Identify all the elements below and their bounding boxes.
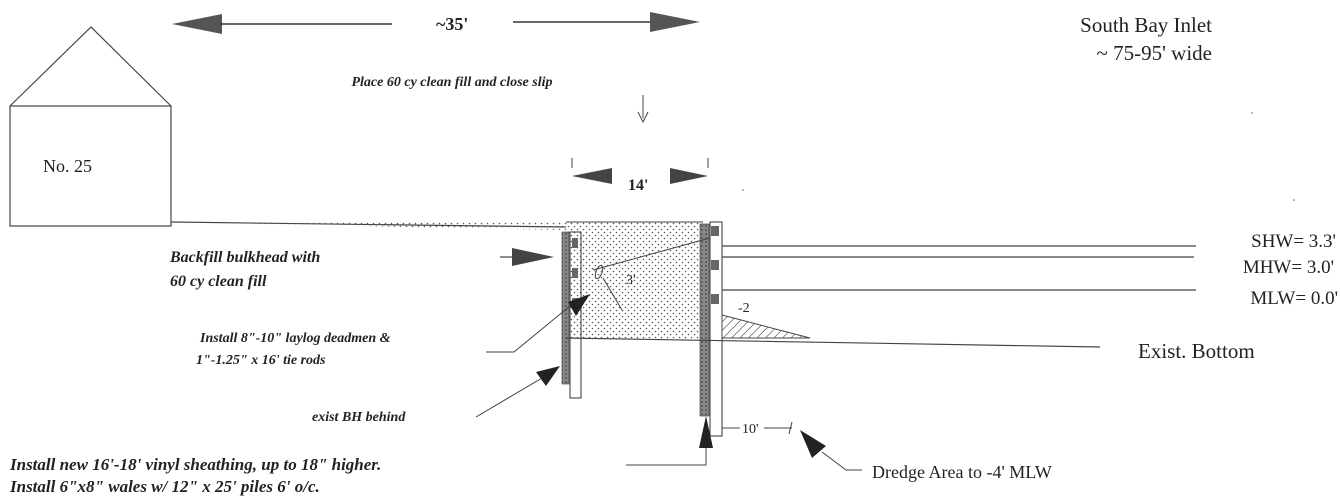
deadmen-note-line-2: 1"-1.25" x 16' tie rods <box>196 353 326 368</box>
house-no-25: No. 25 <box>9 26 172 227</box>
exist-bh-leader <box>475 377 543 418</box>
slip-width-label: 14' <box>628 177 648 194</box>
sheathing-leader <box>626 446 707 466</box>
sheathing-arrow-head <box>699 416 713 448</box>
stray-mark <box>1293 199 1295 201</box>
slip-fill <box>566 222 703 340</box>
sheathing-note-line-1: Install new 16'-18' vinyl sheathing, up … <box>9 455 381 474</box>
top-span-dimension: ~35' <box>172 12 700 34</box>
mlw-label: MLW= 0.0' <box>1250 288 1338 309</box>
dredge-width-label: 10' <box>742 422 759 437</box>
dredge-arrow-head <box>800 430 826 458</box>
tie-length-label: 3' <box>626 273 636 288</box>
right-wale-2 <box>711 260 719 270</box>
exist-bh-note: exist BH behind <box>312 410 406 425</box>
dredge-dim-tick <box>788 421 793 435</box>
mhw-label: MHW= 3.0' <box>1243 257 1334 278</box>
right-wale-3 <box>711 294 719 304</box>
left-wale-1 <box>572 238 578 248</box>
tie-dimension-line <box>602 277 623 311</box>
slip-width-dimension: 14' <box>571 158 709 194</box>
right-wale-1 <box>711 226 719 236</box>
shw-label: SHW= 3.3' <box>1251 231 1336 252</box>
dredge-wedge <box>721 314 811 339</box>
sheathing-note-line-2: Install 6"x8" wales w/ 12" x 25' piles 6… <box>9 477 320 496</box>
inlet-width: ~ 75-95' wide <box>1097 41 1212 65</box>
tie-rod <box>592 237 711 271</box>
stray-mark <box>1251 112 1253 114</box>
backfill-note-line-2: 60 cy clean fill <box>170 273 267 290</box>
exist-bottom-line <box>565 337 1101 348</box>
left-wale-2 <box>572 268 578 278</box>
deadmen-arrow-head <box>568 294 590 316</box>
house-label: No. 25 <box>43 156 92 176</box>
exist-bh-arrow-head <box>536 366 560 386</box>
right-bulkhead <box>699 221 723 437</box>
deadmen-note-line-1: Install 8"-10" laylog deadmen & <box>199 331 391 346</box>
top-span-label: ~35' <box>436 14 468 34</box>
dredge-note: Dredge Area to -4' MLW <box>872 462 1052 482</box>
right-pile <box>709 221 723 437</box>
left-pile <box>569 231 582 399</box>
backfill-arrow-head <box>512 248 554 266</box>
exist-bh-sheathing <box>561 231 570 385</box>
backfill-note-line-1: Backfill bulkhead with <box>169 249 320 266</box>
new-vinyl-sheathing <box>699 223 710 417</box>
dredge-leader <box>821 451 862 471</box>
fill-arrow-head <box>637 111 649 124</box>
bottom-label: Exist. Bottom <box>1138 339 1255 363</box>
backfill-area <box>171 222 566 230</box>
inlet-name: South Bay Inlet <box>1080 13 1212 37</box>
deadman <box>594 264 604 280</box>
stray-mark <box>742 189 744 191</box>
fill-note: Place 60 cy clean fill and close slip <box>351 75 552 90</box>
deadmen-leader <box>486 305 571 353</box>
depth-marker: -2 <box>738 301 750 316</box>
